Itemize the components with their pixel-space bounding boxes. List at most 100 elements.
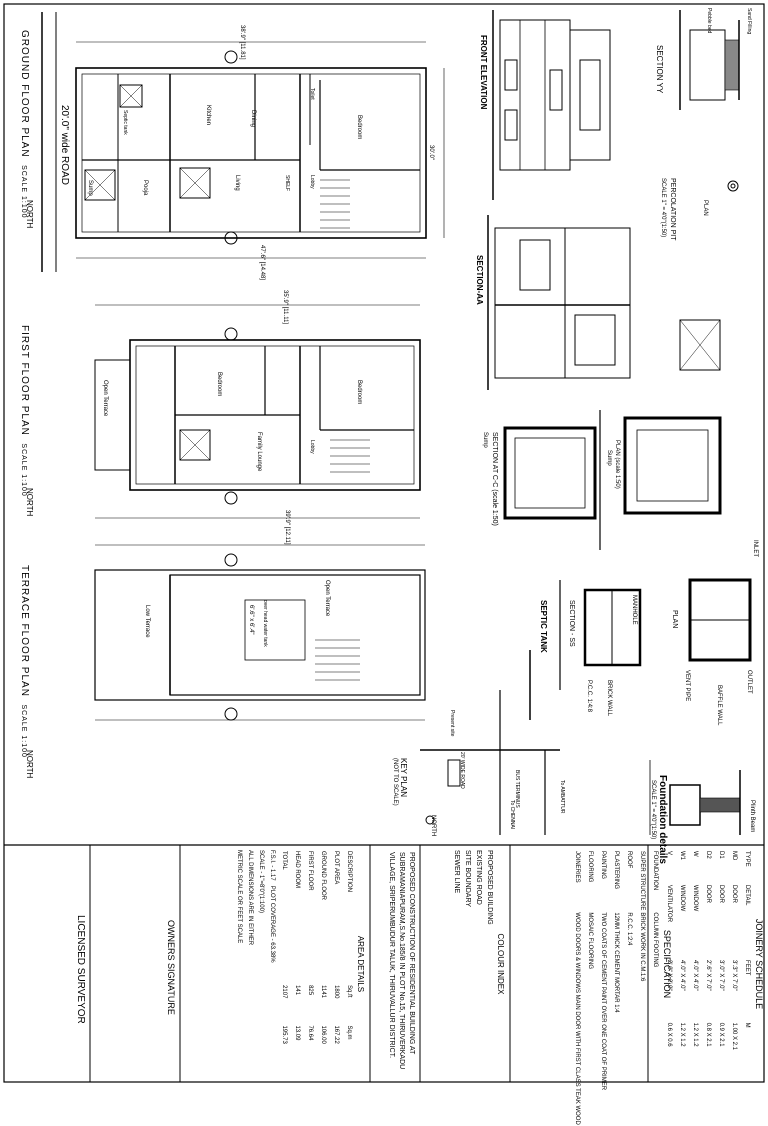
room-sump-text: Sump [87,180,93,196]
percolation-pit-text: PERCOLATION PIT [669,178,676,241]
sump-plan-name: Sump [606,450,612,466]
spec-value: MOSAIC FLOORING [587,912,593,970]
area-sqm: 76.64 [307,1025,313,1041]
area-sqm: 13.09 [294,1025,300,1041]
area-note: METRIC SCALE OR FEET SCALE [236,850,242,944]
percolation-pit [727,180,739,192]
sump-plan-label: PLAN (scale 1:50) [614,440,620,489]
area-sqft: 1800 [333,985,339,999]
north-text: NORTH [25,750,34,779]
spec-item: FLOORING [587,851,593,883]
first-north-label: NORTH [25,488,34,516]
joinery-type: D2 [705,851,711,859]
section-yy [679,10,740,110]
room-septic: Septic tank [122,110,128,135]
plinth-beam-label: Plinth Beam [749,800,755,832]
dim-text: 39'.9" [284,510,290,525]
joinery-header: TYPE [744,851,750,867]
surveyor-signature: LICENSED SURVEYOR [75,915,86,1024]
room-bedroom-text: Bedroom [356,380,362,405]
section-yy-text: SECTION YY [655,45,664,94]
dim-text: 38'.9" [239,25,245,40]
joinery-feet: 4'.0" X 4'.0" [679,960,685,991]
room-kitchen: Kitchen [205,105,211,125]
pebble-bed-text: Pebble bed [706,8,712,34]
joinery-detail: DOOR [731,884,737,903]
dim-text-m: [14.48] [259,261,265,280]
room-bedroom-text: Bedroom [356,115,362,140]
percolation-pit-label: PERCOLATION PIT [669,178,676,241]
room-shelf: SHELF [284,175,290,191]
room-living-text: Living [234,175,240,191]
joinery-type: W [692,851,698,857]
room-open-terrace-text: Open Terrace [324,580,330,617]
front-elevation-label: FRONT ELEVATION [479,35,488,109]
front-elevation-text: FRONT ELEVATION [479,35,488,110]
foundation-scale-label: SCALE 1" = 4'0"(1:50) [650,780,656,839]
outlet-text: OUTLET [746,670,752,694]
ground-floor-plan [41,12,445,272]
room-oht-size-text: 6'.6" x 6'.4" [248,605,254,635]
road-text: 20'.0" wide ROAD [59,105,70,185]
dim-ff-bottom: 39'.9" [12.11] [284,510,290,545]
septic-plan-label: PLAN [671,610,678,628]
dim-ff-top: 35'.9" [11.11] [282,290,288,324]
room-lobby-ff: Lobby [309,440,315,454]
ambattur-label: To AMBATTUR [559,780,565,814]
sump-section-name: Sump [482,432,488,448]
dim-text-m: [12.11] [284,526,290,545]
room-bedroom-ff1: Bedroom [216,372,222,396]
colour-index-title: COLOUR INDEX [496,933,505,995]
spec-value: COLUMN FOOTING [652,912,658,968]
key-plan-label: KEY PLAN [399,758,408,797]
room-lobby: Lobby [309,175,315,189]
septic-tank-details [559,578,752,690]
baffle-wall-label: BAFFLE WALL [716,685,722,725]
specification-title: SPECIFICATION [662,929,672,999]
north-text: NORTH [25,200,34,229]
room-family-lounge: Family Lounge [256,432,262,471]
sump-text: Sump [606,450,612,466]
area-sqm: 195.73 [281,1025,287,1044]
ground-floor-title-text: GROUND FLOOR PLAN [19,30,30,158]
section-aa-label: SECTION-AA [475,255,484,305]
spec-item: JOINERIES [574,851,580,883]
spec-value: 12MM THICK CEMENT MORTAR 1:4 [613,912,619,1013]
ambattur-text: To AMBATTUR [559,780,565,814]
room-open-terrace-tf: Open Terrace [324,580,330,616]
terrace-floor-plan [94,544,426,721]
dim-tf-side: 30'.0" [428,145,434,160]
room-open-terrace-ff: Open Terrace [102,380,108,416]
spec-item: PLASTERING [613,851,619,890]
area-sqft: 141 [294,985,300,996]
chennai-label: To CHENNAI [509,800,515,829]
sump-text: Sump [482,432,488,448]
dim-text: 35'.9" [282,290,288,305]
area-header-row: DESCRIPTION Sq.ft Sq.m [342,850,355,1078]
colour-index: COLOUR INDEX PROPOSED BUILDING EXISTING … [451,850,506,1078]
room-bedroom-gf: Bedroom [356,115,362,139]
inlet-label: INLET [752,540,758,557]
terrace-floor-title: TERRACE FLOOR PLAN SCALE 1:100 [19,565,30,758]
joinery-title: JOINERY SCHEDULE [754,918,764,1010]
area-scale: SCALE - 1"=8'0"(1:100) [258,850,264,913]
colour-index-label: SEWER LINE [453,850,460,894]
spec-item: PAINTING [600,851,606,879]
area-sqft: 2107 [281,985,287,999]
area-header: Sq.m [346,1025,352,1040]
key-north-label: NORTH [430,815,436,836]
sump-details [503,410,722,550]
key-plan-note: (NOT TO SCALE) [392,758,398,806]
joinery-detail: DOOR [718,884,724,903]
plan-text: PLAN [702,200,708,216]
